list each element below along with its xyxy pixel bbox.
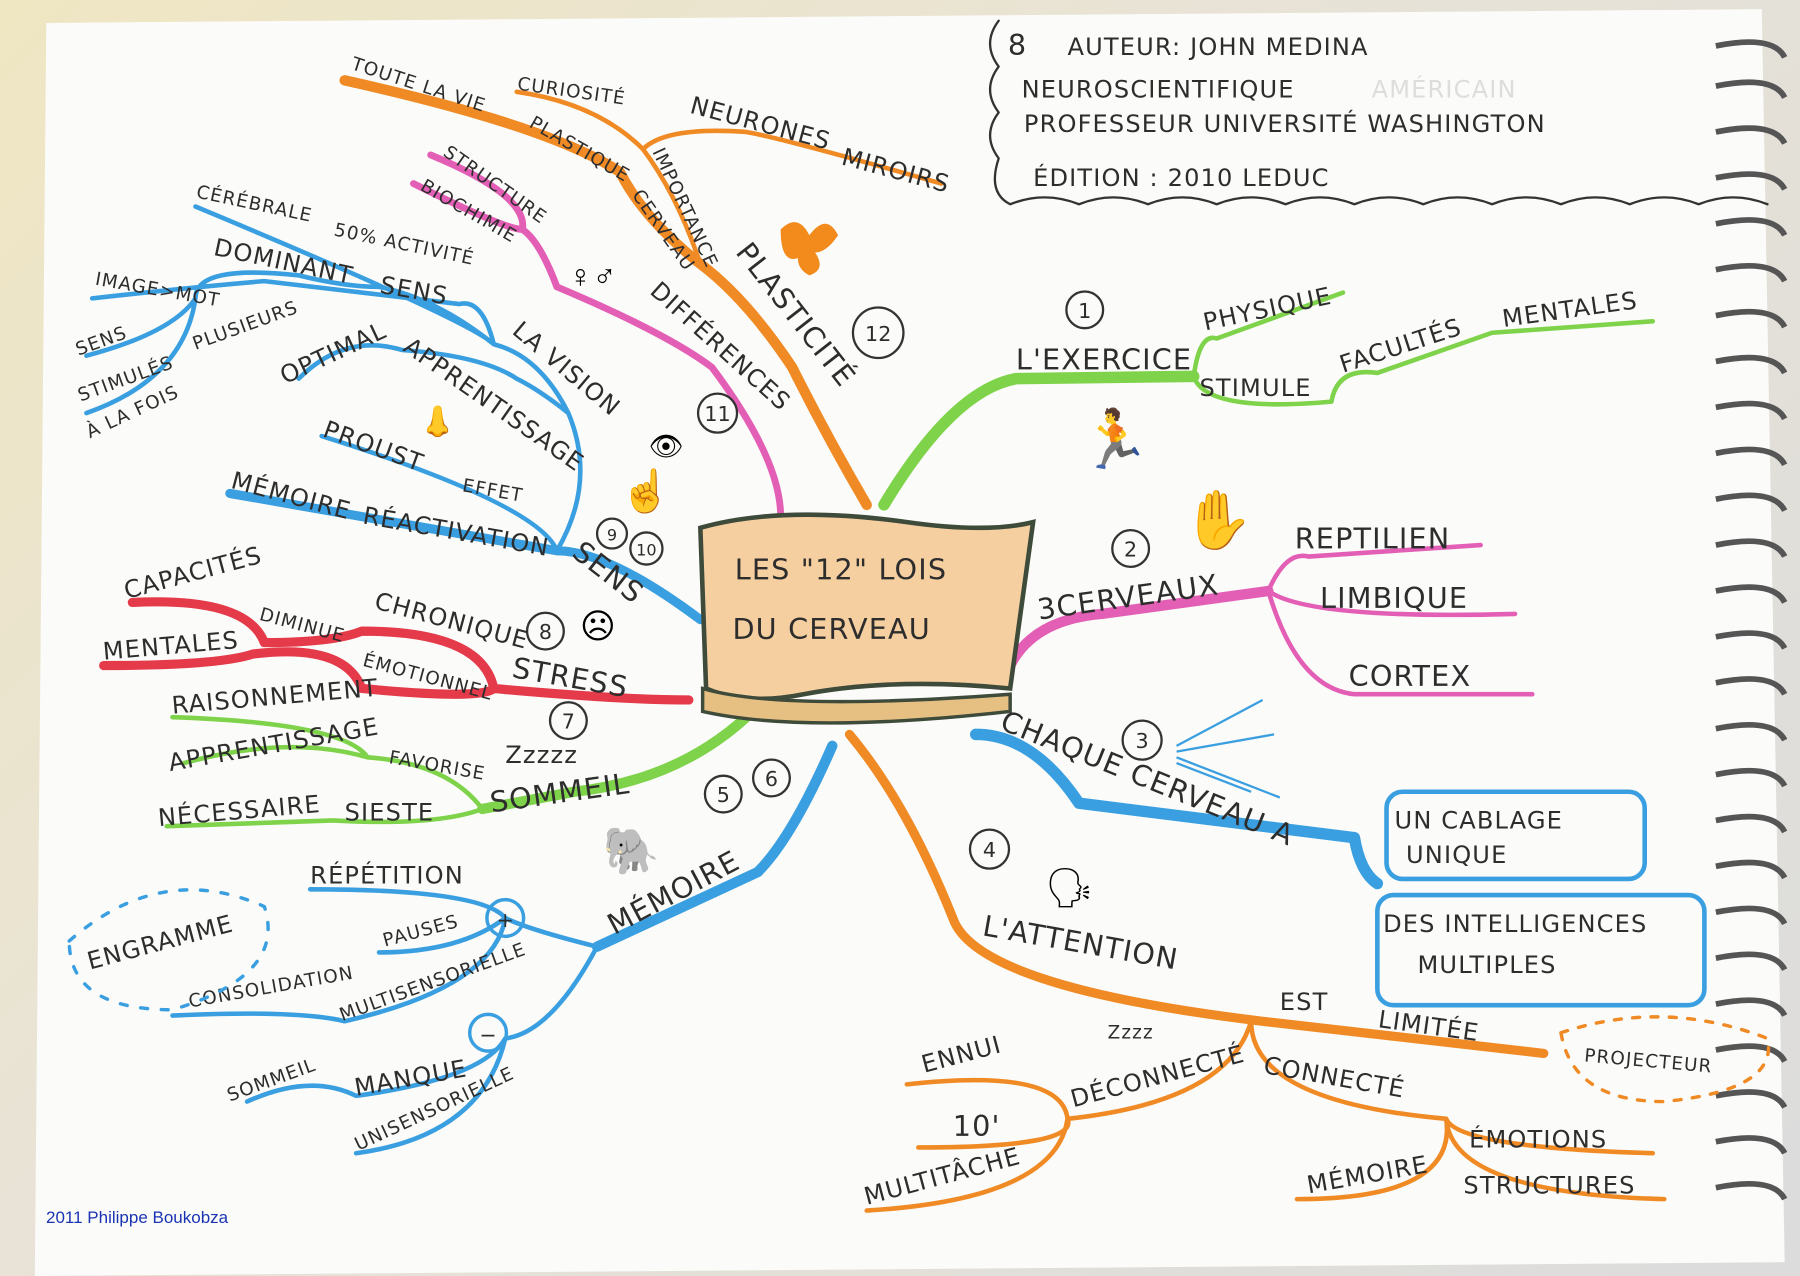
plus-icon: + [497,908,514,932]
eye-icon: 👁 [649,431,684,462]
branch-number: 4 [983,838,996,862]
info-edition: ÉDITION : 2010 LEDUC [1033,163,1330,192]
sad-face-icon: ☹ [580,608,616,646]
info-profession: NEUROSCIENTIFIQUE [1022,76,1295,104]
node-cortex: CORTEX [1349,659,1472,693]
hand-three-fingers-icon: ✋ [1182,487,1253,552]
node-intelligences: DES INTELLIGENCES [1383,910,1647,938]
nose-icon: 👃 [419,403,456,438]
spiral-binding [1715,39,1788,1201]
info-box: 8 AUTEUR: JOHN MEDINA NEUROSCIENTIFIQUE … [988,19,1769,206]
branch-number: 11 [704,402,730,426]
node-repetition: RÉPÉTITION [310,861,464,890]
butterfly-icon [780,222,839,276]
branch-number: 6 [765,767,778,791]
node-unique: UNIQUE [1406,841,1507,869]
branch-number: 2 [1124,538,1137,562]
node-exercice: L'EXERCICE [1016,342,1192,376]
pointing-hand-icon: ☝ [620,466,671,516]
node-stimule: STIMULE [1199,374,1311,402]
node-emotions: ÉMOTIONS [1469,1124,1607,1153]
branch-number: 9 [607,525,617,544]
node-structures: STRUCTURES [1463,1171,1635,1199]
node-10-minutes: 10' [953,1109,1001,1143]
gender-symbols-icon: ♀♂ [568,258,616,294]
center-scroll: LES "12" LOIS DU CERVEAU [697,512,1036,725]
center-title-line1: LES "12" LOIS [735,552,947,586]
listening-head-icon: 🗣 [1045,867,1095,910]
node-multiples: MULTIPLES [1418,951,1557,979]
node-zzz: Zzzz [1108,1022,1154,1043]
node-sieste: SIESTE [345,798,435,826]
node-est: EST [1280,988,1329,1016]
node-cablage: UN CABLAGE [1395,806,1563,834]
elephant-icon: 🐘 [603,825,660,876]
branch-number: 8 [539,620,552,644]
diverging-arrows-icon [1176,698,1281,799]
info-number: 8 [1008,28,1027,62]
info-author: AUTEUR: JOHN MEDINA [1068,33,1369,61]
info-faint-erased-word: AMÉRICAIN [1372,75,1517,104]
branch-number: 12 [865,322,891,346]
node-reptilien: REPTILIEN [1295,521,1451,555]
running-figure-icon: 🏃 [1079,407,1150,472]
author-credit: 2011 Philippe Boukobza [46,1208,229,1227]
minus-icon: − [479,1023,496,1047]
branch-number: 7 [562,710,575,734]
node-zzz-sleep: Zzzzz [505,741,578,769]
center-title-line2: DU CERVEAU [732,612,930,646]
node-limbique: LIMBIQUE [1320,581,1468,615]
branch-number: 5 [717,783,730,807]
info-university: PROFESSEUR UNIVERSITÉ WASHINGTON [1024,109,1546,138]
branch-number: 3 [1136,729,1149,753]
branch-number: 1 [1078,299,1091,323]
branch-lines [84,75,1707,1213]
branch-number: 10 [636,540,656,559]
